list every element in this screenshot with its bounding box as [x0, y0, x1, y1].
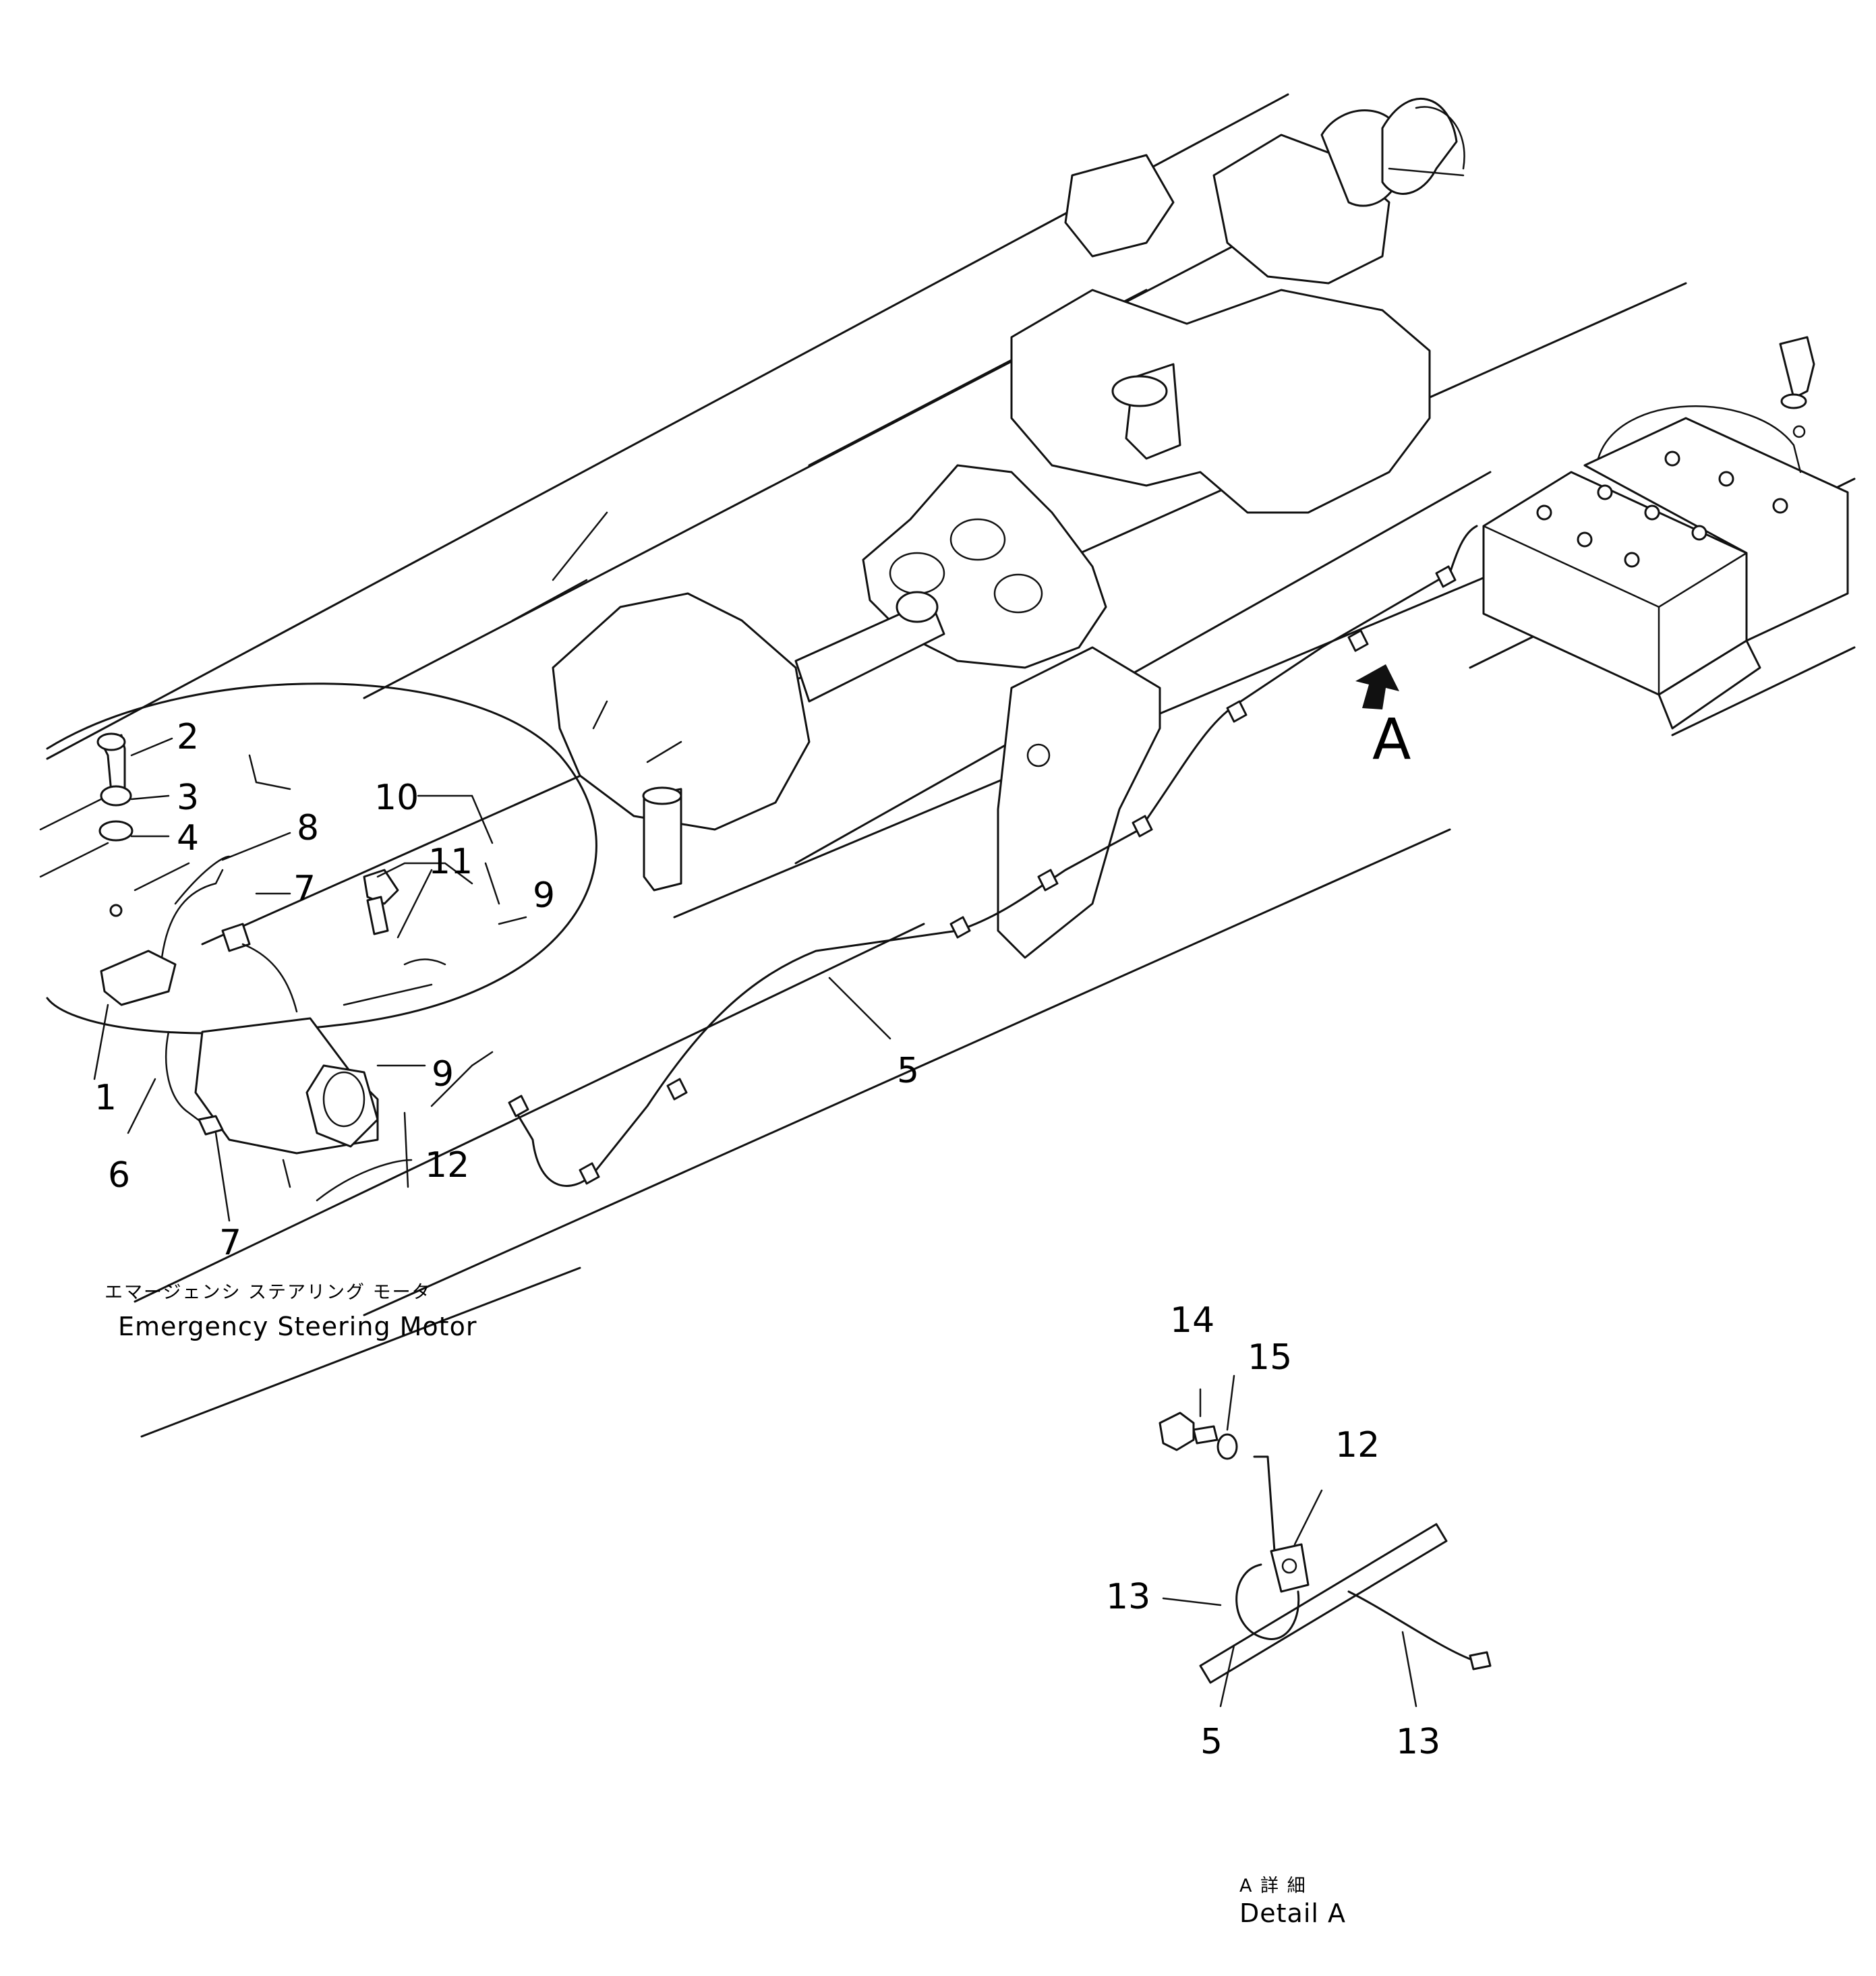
callout-9-lower: 9	[432, 1054, 454, 1095]
callout-7-upper: 7	[293, 869, 316, 909]
callout-5-detail: 5	[1200, 1722, 1223, 1762]
batteries	[1482, 336, 1849, 730]
callout-8: 8	[297, 808, 319, 848]
callout-10: 10	[374, 778, 419, 818]
leader-lines	[93, 737, 1417, 1708]
callout-7-lower: 7	[219, 1223, 241, 1263]
callout-14: 14	[1170, 1300, 1214, 1341]
callout-9-upper: 9	[533, 875, 555, 916]
detail-a	[1159, 1412, 1492, 1684]
callout-15: 15	[1248, 1337, 1292, 1378]
detail-caption-jp: A 詳 細	[1239, 1876, 1307, 1896]
callout-labels: 1 2 3 4 5 6 7 7 8 9 9 10 11 12 12 13 13 …	[94, 706, 1440, 1762]
callout-3: 3	[177, 778, 199, 818]
detail-caption-en: Detail A	[1239, 1898, 1346, 1928]
engine	[862, 98, 1465, 669]
callout-4: 4	[177, 818, 199, 859]
frame-bracket	[997, 646, 1161, 959]
callout-1: 1	[94, 1078, 117, 1118]
callout-12-detail: 12	[1335, 1425, 1380, 1465]
callout-12-main: 12	[425, 1145, 469, 1186]
steering-motor	[165, 1017, 413, 1202]
callout-13-right: 13	[1396, 1722, 1440, 1762]
cable-harness	[508, 525, 1478, 1187]
transmission	[552, 591, 945, 892]
callout-2: 2	[177, 717, 199, 757]
callout-11: 11	[428, 842, 473, 882]
chassis-frame	[46, 93, 1856, 1438]
motor-caption-jp: エマージェンシ ステアリング モータ	[105, 1282, 432, 1303]
view-arrow-a	[1355, 664, 1399, 709]
callout-6: 6	[108, 1155, 130, 1196]
view-a-label: A	[1372, 706, 1411, 772]
captions: エマージェンシ ステアリング モータ Emergency Steering Mo…	[105, 1282, 1346, 1928]
detail-circle	[39, 682, 597, 1035]
motor-caption-en: Emergency Steering Motor	[118, 1312, 477, 1341]
callout-13-left: 13	[1106, 1577, 1150, 1617]
callout-5-main: 5	[897, 1051, 919, 1091]
